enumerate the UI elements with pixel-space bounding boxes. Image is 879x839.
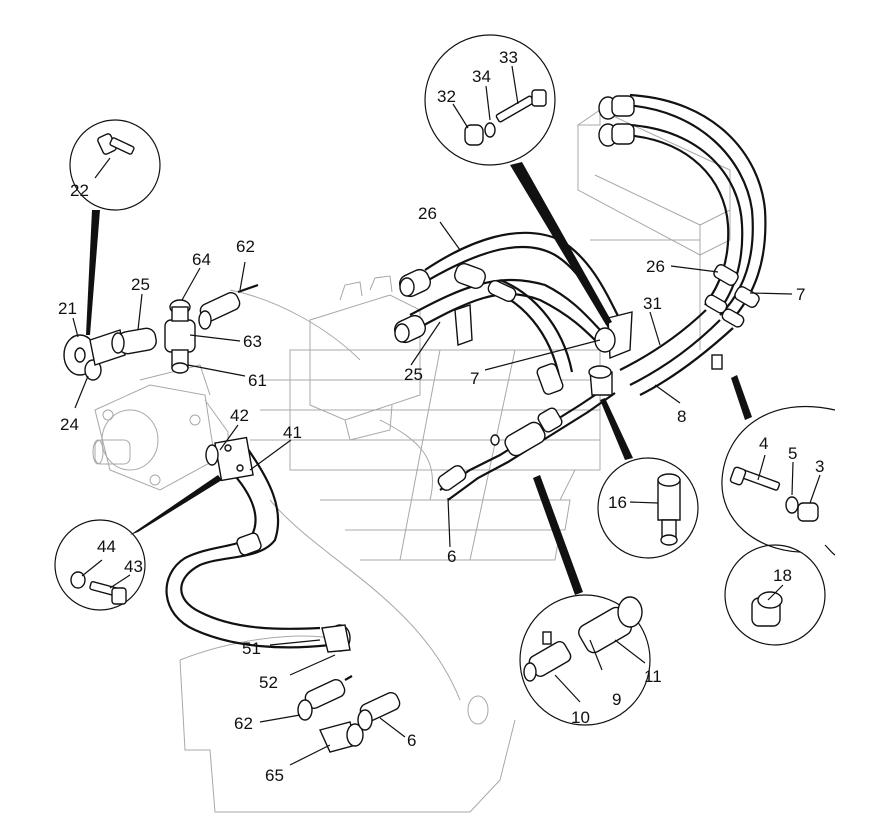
outlet-pipe — [165, 436, 351, 653]
detail-bubble-22 — [69, 119, 161, 335]
callout-61: 61 — [248, 371, 267, 390]
left-fittings — [63, 283, 259, 381]
callout-7-right: 7 — [796, 285, 805, 304]
callout-32: 32 — [437, 87, 456, 106]
callout-5: 5 — [788, 444, 797, 463]
callout-3: 3 — [815, 457, 824, 476]
callout-25-center: 25 — [404, 365, 423, 384]
callout-8: 8 — [677, 407, 686, 426]
callout-18: 18 — [773, 566, 792, 585]
detail-bubble-18 — [724, 544, 826, 646]
callout-16: 16 — [608, 493, 627, 512]
callout-31: 31 — [643, 294, 662, 313]
callout-63: 63 — [243, 332, 262, 351]
detail-bubble-16 — [597, 398, 699, 559]
callout-26-center: 26 — [418, 204, 437, 223]
callout-6-bottom: 6 — [407, 731, 416, 750]
callout-33: 33 — [499, 48, 518, 67]
leader-lines — [72, 65, 821, 766]
callout-41: 41 — [283, 423, 302, 442]
callout-62-top: 62 — [236, 237, 255, 256]
callout-11: 11 — [644, 667, 662, 686]
callout-26-right: 26 — [646, 257, 665, 276]
valve-block — [309, 275, 421, 441]
callout-labels: 22 21 24 25 64 62 63 61 42 41 44 43 51 5… — [58, 48, 824, 785]
callout-21: 21 — [58, 299, 77, 318]
detail-bubble-9-10-11 — [519, 475, 651, 726]
callout-24: 24 — [60, 415, 79, 434]
callout-62-bottom: 62 — [234, 714, 253, 733]
hydraulic-pump — [92, 364, 229, 491]
callout-51: 51 — [242, 639, 261, 658]
callout-42: 42 — [230, 406, 249, 425]
callout-7-center: 7 — [470, 369, 479, 388]
mid-assembly — [437, 363, 616, 501]
cooler-hoses — [598, 93, 767, 396]
callout-6-center: 6 — [447, 547, 456, 566]
detail-bubble-43-44 — [54, 475, 222, 611]
callout-65: 65 — [265, 766, 284, 785]
callout-9: 9 — [612, 690, 621, 709]
callout-44: 44 — [97, 537, 116, 556]
callout-4: 4 — [759, 434, 768, 453]
callout-34: 34 — [472, 67, 491, 86]
callout-52: 52 — [259, 673, 278, 692]
callout-25-left: 25 — [131, 275, 150, 294]
callout-10: 10 — [571, 708, 590, 727]
detail-bubble-4-5-3 — [721, 375, 836, 556]
detail-bubble-32-34-33 — [424, 34, 612, 325]
callout-43: 43 — [124, 557, 143, 576]
bottom-fittings — [297, 675, 401, 753]
callout-22: 22 — [70, 181, 89, 200]
callout-64: 64 — [192, 250, 211, 269]
